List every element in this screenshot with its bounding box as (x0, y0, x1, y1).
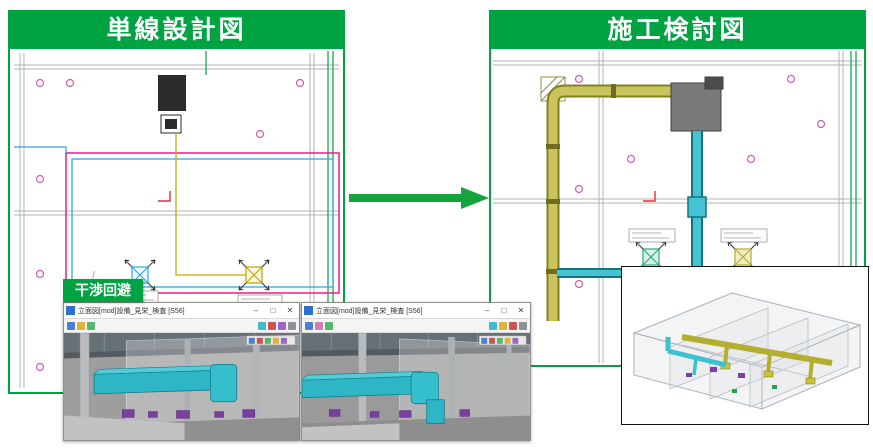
window-toolbar (64, 319, 299, 333)
fan-unit-symbol (158, 75, 186, 134)
cad-3d-viewport-2[interactable] (302, 333, 530, 440)
cad-window-1: 立面図[mod]設備_見栄_検査 [S56] – □ ✕ (63, 302, 300, 441)
interference-avoidance-badge: 干渉回避 (63, 279, 143, 302)
diffuser-symbol-right (727, 241, 759, 273)
transform-arrow (349, 187, 489, 209)
purple-fittings (121, 409, 256, 419)
purple-fittings (329, 409, 470, 418)
view-tool-icon[interactable] (519, 321, 527, 330)
tool-icon[interactable] (315, 321, 323, 330)
tool-icon[interactable] (325, 321, 333, 330)
window-toolbar (302, 319, 530, 333)
teal-duct-3d (93, 364, 238, 403)
minimize-button[interactable]: – (253, 305, 259, 315)
red-mark (643, 191, 656, 202)
yellow-duct-3d (681, 334, 833, 381)
construction-panel-title: 施工検討図 (491, 12, 864, 49)
window-title: 立面図[mod]設備_見栄_検査 [S56] (316, 307, 423, 315)
annotation-labels (628, 228, 768, 243)
view-tool-icon[interactable] (278, 321, 286, 330)
view-tool-icon[interactable] (509, 321, 517, 330)
cyan-duct-3d (665, 337, 727, 376)
cad-window-2: 立面図[mod]設備_見栄_検査 [S56] – □ ✕ (301, 302, 531, 441)
view-tool-icon[interactable] (489, 321, 497, 330)
yellow-single-line (175, 133, 246, 276)
tool-icon[interactable] (87, 321, 95, 330)
diffuser-symbol-yellow (238, 259, 270, 291)
green-markers (732, 385, 777, 393)
window-titlebar[interactable]: 立面図[mod]設備_見栄_検査 [S56] – □ ✕ (64, 303, 299, 319)
magenta-room-outline (65, 152, 340, 294)
bim-model-image (621, 266, 869, 425)
tool-icon[interactable] (77, 321, 85, 330)
cad-3d-viewport-1[interactable] (64, 333, 299, 440)
floating-toolbar (246, 335, 296, 346)
view-tool-icon[interactable] (499, 321, 507, 330)
red-mark (158, 191, 171, 202)
close-button[interactable]: ✕ (517, 305, 525, 315)
tool-icon[interactable] (67, 321, 75, 330)
window-title: 立面図[mod]設備_見栄_検査 [S56] (78, 307, 185, 315)
bim-model-drawing (632, 292, 862, 410)
app-icon (304, 306, 313, 315)
maximize-button[interactable]: □ (501, 305, 507, 315)
cyan-single-lines (14, 146, 334, 288)
purple-fittings-3d (686, 367, 745, 378)
yellow-duct (546, 84, 673, 321)
window-titlebar[interactable]: 立面図[mod]設備_見栄_検査 [S56] – □ ✕ (302, 303, 530, 319)
single-line-panel-title: 単線設計図 (10, 12, 343, 49)
diffuser-symbol-left (635, 241, 667, 273)
maximize-button[interactable]: □ (270, 305, 276, 315)
view-tool-icon[interactable] (258, 321, 266, 330)
minimize-button[interactable]: – (484, 305, 490, 315)
floating-toolbar (479, 335, 527, 346)
app-icon (66, 306, 75, 315)
teal-duct-3d (302, 370, 445, 424)
air-handling-unit (670, 76, 724, 132)
view-tool-icon[interactable] (288, 321, 296, 330)
tool-icon[interactable] (305, 321, 313, 330)
single-line-plan-drawing (14, 51, 340, 390)
view-tool-icon[interactable] (268, 321, 276, 330)
duct-flanges (546, 84, 616, 274)
close-button[interactable]: ✕ (286, 305, 294, 315)
